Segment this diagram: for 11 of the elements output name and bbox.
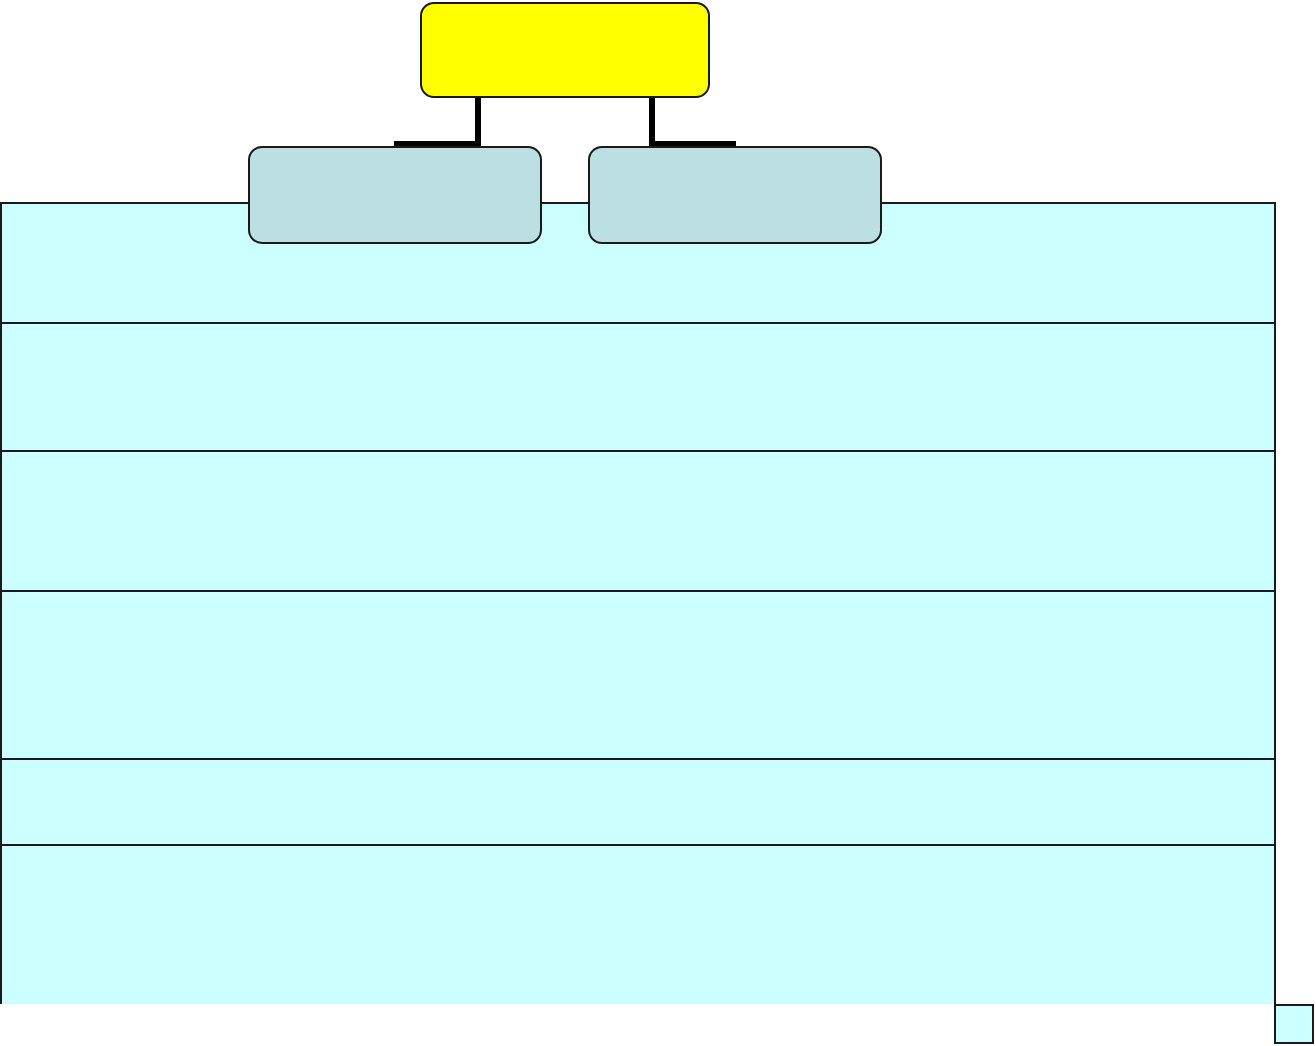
table-row xyxy=(0,450,1276,590)
org-chart-box xyxy=(588,146,882,244)
table-row xyxy=(0,590,1276,758)
square-marker xyxy=(1274,1004,1314,1044)
connector-line xyxy=(394,98,481,147)
table-row xyxy=(0,322,1276,450)
table-row xyxy=(0,844,1276,1004)
org-chart-box xyxy=(248,146,542,244)
table-row xyxy=(0,758,1276,844)
connector-line xyxy=(649,98,736,147)
org-chart-box xyxy=(420,2,710,98)
